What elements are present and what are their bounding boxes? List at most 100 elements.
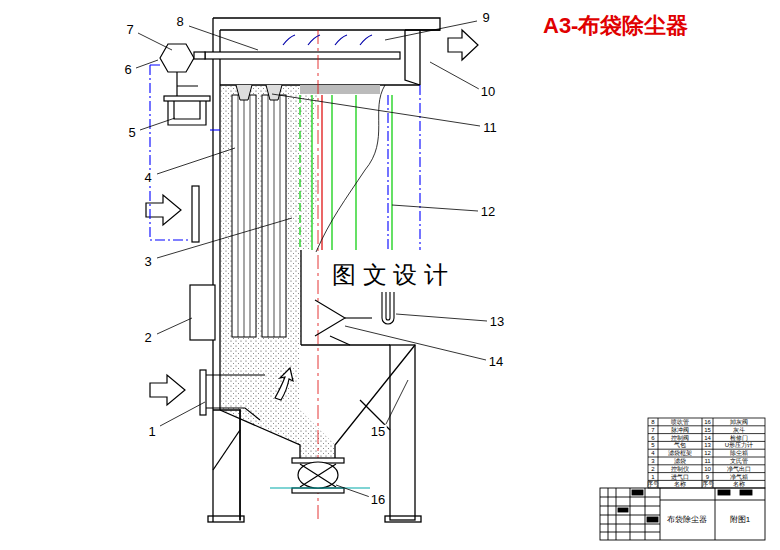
part-name: 灰斗: [733, 426, 745, 433]
filter-bags: [238, 95, 280, 337]
discharge-valve: [292, 488, 344, 493]
title-block: [715, 488, 716, 500]
leader-line: [345, 326, 486, 360]
discharge-valve: [270, 458, 370, 493]
callout-number: 6: [122, 63, 133, 77]
filter-bags: [300, 85, 380, 94]
inlet-pipe: [192, 186, 199, 242]
part-number: 8: [651, 419, 654, 426]
table-header: 名称: [674, 481, 686, 488]
leader-line: [392, 205, 478, 211]
title-block: [600, 488, 765, 540]
watermark: 图 文 设 计: [330, 262, 450, 288]
discharge-valve: [300, 464, 336, 487]
callout-number: 16: [369, 493, 387, 507]
part-name: 气包: [674, 442, 686, 449]
pipe-line: [388, 85, 420, 250]
part-name: 脉冲阀: [671, 426, 689, 433]
dust-fill: [301, 86, 318, 250]
inlet-pipe: [200, 370, 206, 415]
bag-lines: [283, 35, 372, 45]
leader-line: [272, 94, 480, 126]
drawing-name: 布袋除尘器: [667, 516, 707, 525]
part-number: 7: [651, 426, 654, 433]
part-name: 检修门: [730, 434, 748, 441]
leader-line: [140, 118, 175, 130]
door-and-gauge: [315, 300, 345, 336]
part-number: 4: [651, 450, 654, 457]
title-block: [600, 488, 765, 540]
blow-pipe: [160, 44, 194, 72]
part-name: 净气箱: [730, 473, 748, 480]
leader-line: [189, 26, 258, 50]
title-block: [740, 490, 752, 495]
part-number: 16: [704, 419, 711, 426]
callout-number: 7: [124, 23, 135, 37]
callout-number: 11: [481, 121, 499, 135]
housing: [219, 30, 220, 410]
part-number: 2: [651, 465, 654, 472]
part-number: 14: [704, 434, 711, 441]
blow-pipe: [168, 100, 206, 125]
pipe-line: [150, 65, 420, 250]
part-number: 10: [704, 465, 711, 472]
inlet-arrow: [146, 195, 185, 405]
dust-fill: [221, 86, 301, 345]
outlet-arrow: [448, 30, 478, 60]
inlet-arrow: [150, 375, 185, 405]
parts-table: [648, 426, 765, 481]
filter-bags: [232, 85, 380, 337]
housing: [300, 250, 301, 345]
callout-number: 1: [146, 425, 157, 439]
parts-table: [648, 418, 765, 488]
door-and-gauge: [382, 292, 394, 324]
leader-line: [136, 60, 158, 68]
part-name: 控制仪: [671, 465, 689, 472]
door-and-gauge: [330, 336, 350, 345]
leader-line: [336, 485, 370, 497]
inlet-arrow: [146, 195, 181, 225]
title-block: [632, 490, 643, 495]
door-and-gauge: [345, 317, 372, 318]
pipe-line: [150, 65, 190, 240]
part-name: 控制阀: [671, 434, 689, 441]
part-number: 11: [704, 458, 710, 465]
leader-line: [157, 318, 192, 334]
bag-lines: [299, 95, 300, 250]
part-number: 3: [651, 458, 654, 465]
callout-number: 12: [479, 205, 497, 219]
housing: [419, 30, 420, 85]
bag-lines: [321, 95, 322, 250]
leader-line: [157, 218, 292, 258]
callout-number: 14: [487, 355, 505, 369]
housing: [220, 410, 300, 460]
pipe-line: [210, 129, 222, 130]
table-header: 序号: [702, 481, 714, 488]
blow-pipe: [177, 72, 198, 96]
callout-number: 2: [142, 331, 153, 345]
controller: [190, 285, 215, 340]
blow-pipe: [194, 52, 205, 59]
leader-line: [430, 62, 479, 89]
leader-line: [136, 21, 487, 497]
drawing-title: A3-布袋除尘器: [543, 14, 688, 38]
parts-table: [658, 418, 713, 488]
callout-number: 9: [480, 11, 491, 25]
part-name: 滤袋框架: [668, 450, 692, 457]
part-name: 卸灰阀: [730, 419, 748, 426]
part-name: 文氏管: [730, 458, 748, 465]
controller: [190, 285, 215, 340]
inlet-pipe: [275, 368, 293, 400]
table-header: 序号: [647, 481, 659, 488]
housing: [390, 345, 415, 520]
housing: [335, 345, 415, 460]
leader-line: [160, 402, 205, 426]
part-name: 喷吹管: [671, 419, 689, 426]
inlet-pipe: [206, 375, 265, 420]
callout-number: 15: [369, 425, 387, 439]
dust-fill: [221, 345, 300, 445]
leader-line: [386, 380, 408, 424]
leader-line: [138, 33, 172, 50]
housing: [405, 30, 440, 85]
leader-line: [157, 148, 235, 174]
